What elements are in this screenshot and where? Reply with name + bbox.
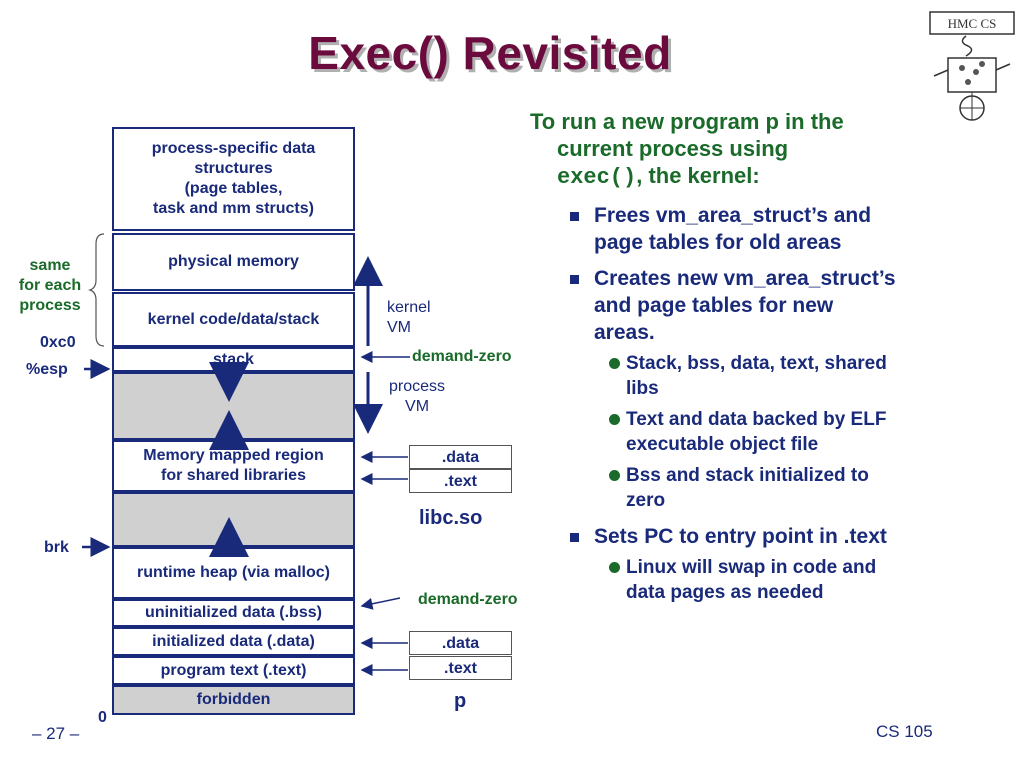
sub-bullet-stack-bss: Stack, bss, data, text, shared libs bbox=[626, 353, 887, 399]
bullet-dot-icon bbox=[609, 470, 620, 481]
sub-bullet-linux-swap: Linux will swap in code and data pages a… bbox=[626, 557, 877, 603]
address-zero-label: 0 bbox=[98, 709, 107, 726]
kernel-vm-label: kernel VM bbox=[387, 299, 431, 336]
bullet-dot-icon bbox=[609, 414, 620, 425]
sub-bullet-text-data: Text and data backed by ELF executable o… bbox=[626, 409, 887, 455]
bullet-square-icon bbox=[570, 275, 579, 284]
region-mmap: Memory mapped region for shared librarie… bbox=[112, 440, 355, 492]
process-vm-label: process VM bbox=[389, 378, 446, 415]
demand-zero-stack-label: demand-zero bbox=[412, 348, 512, 365]
region-data: initialized data (.data) bbox=[112, 627, 355, 656]
slide-title: Exec() Revisited bbox=[308, 27, 672, 79]
p-data-box: .data bbox=[409, 631, 512, 655]
bullet-creates: Creates new vm_area_struct’s and page ta… bbox=[594, 267, 896, 344]
libc-data-box: .data bbox=[409, 445, 512, 469]
demand-zero-bss-label: demand-zero bbox=[418, 591, 518, 608]
svg-text:HMC CS: HMC CS bbox=[948, 16, 997, 31]
region-process-specific: process-specific data structures (page t… bbox=[112, 127, 355, 231]
region-text: program text (.text) bbox=[112, 656, 355, 685]
p-text-box: .text bbox=[409, 656, 512, 680]
esp-label: %esp bbox=[26, 361, 68, 378]
region-kernel-code: kernel code/data/stack bbox=[112, 292, 355, 347]
program-p-label: p bbox=[454, 690, 467, 712]
same-brace bbox=[88, 233, 105, 347]
libc-label: libc.so bbox=[419, 507, 483, 529]
region-bss: uninitialized data (.bss) bbox=[112, 599, 355, 627]
bullet-square-icon bbox=[570, 533, 579, 542]
region-forbidden: forbidden bbox=[112, 685, 355, 715]
bullet-dot-icon bbox=[609, 562, 620, 573]
page-number: – 27 – bbox=[32, 724, 80, 743]
bullet-dot-icon bbox=[609, 358, 620, 369]
sub-bullet-bss-stack-zero: Bss and stack initialized to zero bbox=[626, 465, 869, 511]
bullet-sets-pc: Sets PC to entry point in .text bbox=[594, 525, 887, 548]
intro-text: To run a new program p in the current pr… bbox=[530, 109, 844, 190]
same-for-each-process-label: same for each process bbox=[18, 257, 82, 314]
hmc-cs-logo: HMC CS bbox=[929, 11, 1015, 121]
brk-label: brk bbox=[44, 539, 69, 556]
bullet-frees: Frees vm_area_struct’s and page tables f… bbox=[594, 204, 872, 254]
demand-zero-bss-arrow bbox=[360, 597, 401, 610]
bullet-square-icon bbox=[570, 212, 579, 221]
libc-text-box: .text bbox=[409, 469, 512, 493]
address-label-0xc0: 0xc0 bbox=[40, 334, 76, 351]
course-label: CS 105 bbox=[876, 722, 933, 741]
